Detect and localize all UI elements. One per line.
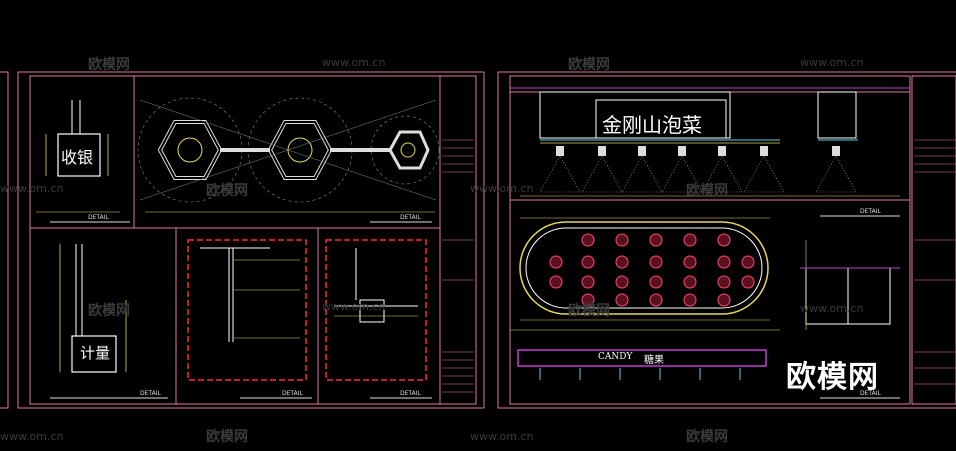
- hexagon-chandelier-plan: [137, 97, 440, 213]
- watermark-url: www.om.cn: [322, 300, 386, 313]
- detail-label: DETAIL: [140, 390, 161, 397]
- watermark-brand: 欧模网: [568, 303, 610, 319]
- store-front-elevation: [510, 87, 910, 197]
- side-elevation: [800, 240, 900, 330]
- detail-label: DETAIL: [88, 214, 109, 221]
- measure-sign-box: [71, 335, 117, 373]
- spotlight-fixtures: [556, 146, 840, 156]
- watermark-brand: 欧模网: [686, 429, 728, 445]
- title-block-right: [914, 139, 956, 385]
- watermark-url: www.om.cn: [0, 430, 64, 443]
- cashier-sign-detail: [36, 100, 120, 213]
- detail-label: DETAIL: [400, 214, 421, 221]
- watermark-url: www.om.cn: [0, 182, 64, 195]
- watermark-brand-large: 欧模网: [786, 360, 879, 395]
- detail-label: DETAIL: [282, 390, 303, 397]
- candy-counter-board: [517, 349, 767, 367]
- watermark-url: www.om.cn: [470, 182, 534, 195]
- candy-counter-elevation: [510, 329, 780, 380]
- watermark-brand: 欧模网: [88, 57, 130, 73]
- watermark-brand: 欧模网: [206, 429, 248, 445]
- candy-jars: [549, 233, 755, 307]
- measure-sign-text: 计量: [80, 344, 111, 362]
- store-name-board: [595, 99, 727, 139]
- detail-label: DETAIL: [860, 390, 881, 397]
- candy-display-plan: [519, 217, 770, 321]
- candy-label-text: CANDY: [598, 352, 633, 362]
- detail-label: DETAIL: [860, 208, 881, 215]
- watermark-brand: 欧模网: [686, 183, 728, 199]
- cashier-sign-text: 收银: [61, 148, 94, 167]
- section-detail-boxes: [187, 239, 427, 381]
- watermark-url: www.om.cn: [322, 56, 386, 69]
- detail-label: DETAIL: [400, 390, 421, 397]
- watermark-url: www.om.cn: [800, 302, 864, 315]
- detail-title-lines: [50, 215, 900, 399]
- watermark-brand: 欧模网: [88, 303, 130, 319]
- cashier-sign-box: [57, 133, 101, 177]
- store-name-text: 金刚山泡菜: [602, 113, 702, 137]
- measure-sign-detail: [59, 244, 127, 373]
- title-block-left: [442, 139, 474, 393]
- watermark-brand: 欧模网: [206, 183, 248, 199]
- candy-cn-label-text: 糖果: [644, 355, 664, 366]
- detail-label-texts: DETAIL DETAIL DETAIL DETAIL DETAIL DETAI…: [88, 208, 881, 397]
- watermark-url: www.om.cn: [800, 56, 864, 69]
- watermark-brand: 欧模网: [568, 57, 610, 73]
- watermark-url: www.om.cn: [470, 430, 534, 443]
